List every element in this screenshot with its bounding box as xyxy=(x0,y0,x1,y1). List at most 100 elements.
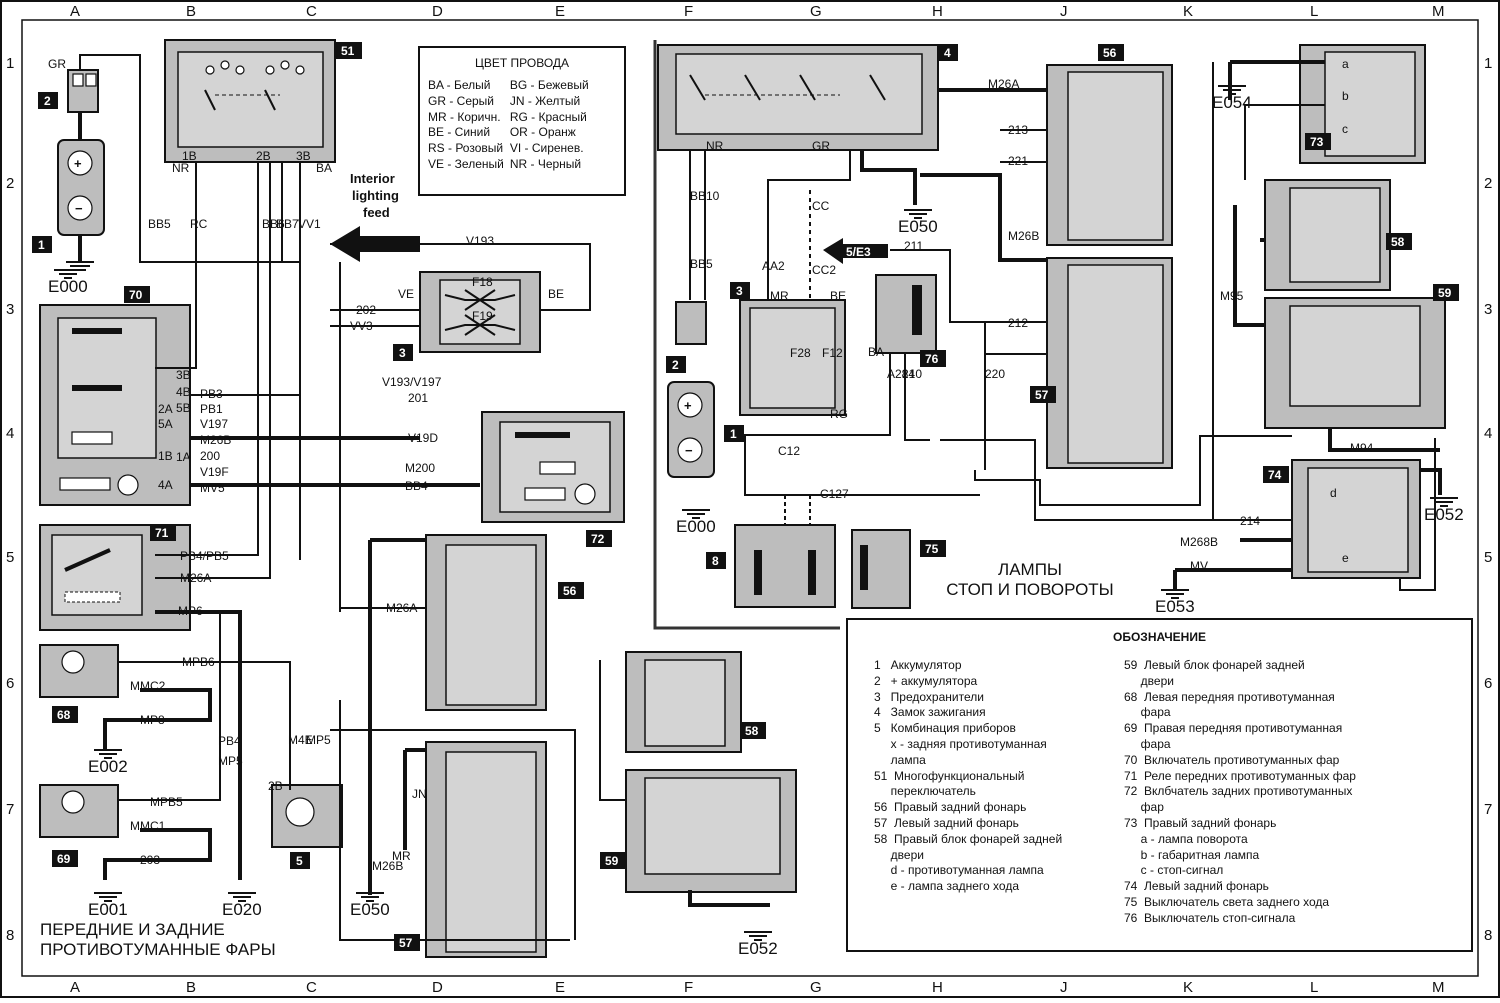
rear-lamp-74 xyxy=(1291,459,1421,579)
left-title-line-1: ПЕРЕДНИЕ И ЗАДНИЕ xyxy=(40,920,225,939)
grid-col-bottom-D: D xyxy=(432,979,443,996)
wire-label-left-27: V19D xyxy=(408,431,438,445)
grid-col-top-H: H xyxy=(932,3,943,20)
wire-label-left-44: M26B xyxy=(372,859,403,873)
interior-feed-label-2: lighting xyxy=(352,188,399,203)
component-tag-box-70 xyxy=(124,286,150,303)
wire-label-right-20: C12 xyxy=(778,444,800,458)
wire-label-right-17: 212 xyxy=(1008,316,1028,330)
wire-label-left-37: PB4 xyxy=(218,734,241,748)
legend-item: 73 Правый задний фонарь xyxy=(1124,815,1277,830)
grid-row-right-5: 5 xyxy=(1484,549,1492,566)
component-tag-box-8 xyxy=(706,552,726,569)
component-tag-box-69 xyxy=(52,850,78,867)
wire-label-left-4: BB7 xyxy=(276,217,299,231)
wire-label-right-32: d xyxy=(1330,486,1337,500)
fuse-box-3-left xyxy=(419,271,541,353)
component-tag-box-1 xyxy=(724,425,744,442)
component-tag-box-51 xyxy=(336,42,362,59)
legend-item: d - противотуманная лампа xyxy=(874,863,1044,878)
wire-label-left-49: 4B xyxy=(176,385,191,399)
wire-label-right-6: AA2 xyxy=(762,259,785,273)
component-tag-51: 51 xyxy=(341,44,355,58)
wire-color-right-0: BG - Бежевый xyxy=(509,78,589,92)
wire-label-right-2: BB10 xyxy=(690,189,720,203)
component-tag-75: 75 xyxy=(925,542,939,556)
wire-label-right-21: C127 xyxy=(820,487,849,501)
legend-item: лампа xyxy=(874,752,926,767)
right-title-line-2: СТОП И ПОВОРОТЫ xyxy=(946,580,1114,599)
wire-label-left-12: 202 xyxy=(356,303,376,317)
component-tag-56: 56 xyxy=(1103,46,1117,60)
rear-lamp-56-right xyxy=(1046,64,1173,246)
wire-color-right-5: NR - Черный xyxy=(509,156,582,171)
wire-label-left-31: M26A xyxy=(180,571,211,585)
component-tag-4: 4 xyxy=(944,46,951,60)
wire-label-left-8: 1B xyxy=(182,149,197,163)
reverse-switch-8 xyxy=(734,524,836,608)
grid-row-right-2: 2 xyxy=(1484,175,1492,192)
component-tag-box-58 xyxy=(1386,233,1412,250)
component-tag-70: 70 xyxy=(129,288,143,302)
legend-item: переключатель xyxy=(874,784,976,799)
component-tag-box-1 xyxy=(32,236,52,253)
component-tag-1: 1 xyxy=(730,427,737,441)
component-tag-1: 1 xyxy=(38,238,45,252)
component-tag-72: 72 xyxy=(591,532,605,546)
wire-label-left-32: MP6 xyxy=(178,604,203,618)
ground-symbol xyxy=(904,209,932,219)
interior-feed-label-3: feed xyxy=(363,205,390,220)
wire-label-right-28: MV xyxy=(1190,559,1208,573)
wire-label-left-11: V193 xyxy=(466,234,494,248)
wire-label-right-31: c xyxy=(1342,122,1348,136)
tailgate-lamp-58-center xyxy=(625,651,742,753)
ground-symbol xyxy=(1161,589,1189,599)
wire-label-left-6: NR xyxy=(172,161,190,175)
component-tag-box-58 xyxy=(740,722,766,739)
wire-label-right-14: 210 xyxy=(902,367,922,381)
wire-label-right-24: M95 xyxy=(1220,289,1244,303)
battery-1-right: + − xyxy=(667,301,715,478)
grid-row-left-2: 2 xyxy=(6,175,14,192)
wire-label-right-27: M268B xyxy=(1180,535,1218,549)
legend-item: х - задняя противотуманная xyxy=(874,736,1047,751)
grid-row-left-8: 8 xyxy=(6,927,14,944)
brake-switch-76 xyxy=(875,274,937,354)
wire-color-right-1: JN - Желтый xyxy=(509,93,581,108)
wire-label-left-15: BE xyxy=(548,287,564,301)
wire-label-left-48: 3B xyxy=(176,368,191,382)
grid-col-bottom-M: M xyxy=(1432,979,1445,996)
fuse-box-3-right xyxy=(739,299,846,416)
wire-label-left-10: 3B xyxy=(296,149,311,163)
grid-row-right-7: 7 xyxy=(1484,801,1492,818)
component-tag-box-73 xyxy=(1305,133,1331,150)
wire-label-left-24: MV5 xyxy=(200,481,225,495)
grid-col-bottom-K: K xyxy=(1183,979,1193,996)
component-tag-2: 2 xyxy=(44,94,51,108)
right-title-line-1: ЛАМПЫ xyxy=(998,560,1062,579)
grid-row-right-6: 6 xyxy=(1484,675,1492,692)
wire-label-left-18: PB3 xyxy=(200,387,223,401)
component-tag-box-71 xyxy=(150,524,176,541)
ground-E050: E050 xyxy=(350,900,390,919)
rear-lamp-57-left xyxy=(425,741,547,958)
wire-label-right-16: 211 xyxy=(904,239,923,253)
wire-label-left-5: VV1 xyxy=(298,217,321,231)
reverse-light-switch-75 xyxy=(851,529,911,609)
component-tag-box-72 xyxy=(586,530,612,547)
wire-label-left-30: PB4/PB5 xyxy=(180,549,229,563)
ignition-switch-4 xyxy=(657,44,939,151)
ground-E000: E000 xyxy=(48,277,88,296)
wire-color-left-1: GR - Серый xyxy=(428,93,495,108)
wire-color-left-4: RS - Розовый xyxy=(428,141,504,156)
instrument-cluster-5 xyxy=(271,784,343,848)
wire-label-right-15: 220 xyxy=(985,367,1005,381)
component-tag-56: 56 xyxy=(563,584,577,598)
wire-label-left-0: GR xyxy=(48,57,66,71)
wire-label-right-12: BA xyxy=(868,345,884,359)
svg-text:+: + xyxy=(684,398,692,413)
